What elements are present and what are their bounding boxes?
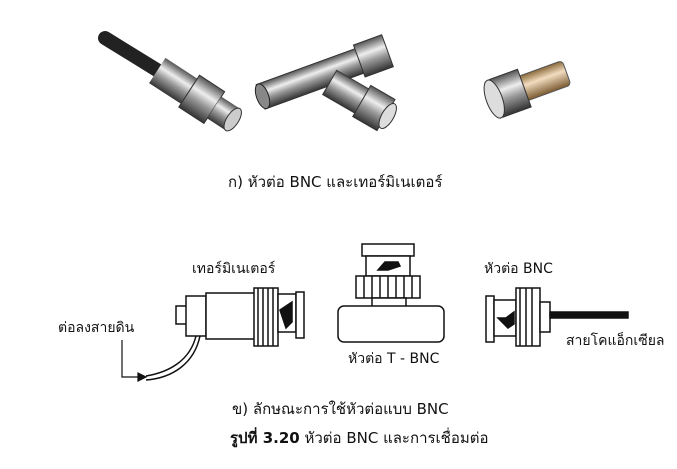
terminator-drawing xyxy=(145,287,305,381)
label-t-bnc: หัวต่อ T - BNC xyxy=(348,351,440,367)
bnc-cable-photo xyxy=(98,31,242,132)
figure-title: หัวต่อ BNC และการเชื่อมต่อ xyxy=(304,429,489,447)
t-connector-photo xyxy=(254,34,397,132)
label-ground: ต่อลงสายดิน xyxy=(58,320,135,336)
terminator-photo xyxy=(483,61,571,119)
bnc-drawing xyxy=(485,287,629,347)
t-bnc-drawing xyxy=(337,243,445,343)
figure-number: รูปที่ 3.20 xyxy=(230,429,300,447)
figure-caption: รูปที่ 3.20 หัวต่อ BNC และการเชื่อมต่อ xyxy=(230,431,489,446)
ground-arrow xyxy=(121,340,148,382)
diagram-caption: ข) ลักษณะการใช้หัวต่อแบบ BNC xyxy=(232,400,449,418)
label-coax: สายโคแอ็กเซียล xyxy=(566,333,665,349)
label-terminator: เทอร์มิเนเตอร์ xyxy=(192,261,276,277)
photos-caption: ก) หัวต่อ BNC และเทอร์มิเนเตอร์ xyxy=(228,173,443,191)
label-bnc: หัวต่อ BNC xyxy=(484,261,553,277)
